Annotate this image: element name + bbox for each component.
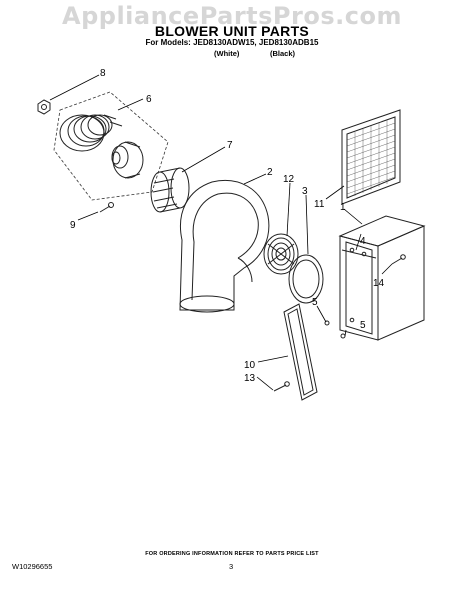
part-3-gasket bbox=[288, 254, 324, 304]
watermark: AppliancePartsPros.com bbox=[62, 2, 402, 30]
callout-9: 9 bbox=[70, 220, 76, 231]
part-14-screw bbox=[391, 254, 406, 265]
callout-11: 11 bbox=[314, 199, 325, 210]
part-5-screws bbox=[324, 320, 346, 339]
part-12-grille bbox=[263, 233, 299, 275]
callout-5-upper: 5 bbox=[312, 297, 318, 308]
part-2-blower-housing bbox=[179, 180, 270, 313]
page-number: 3 bbox=[229, 562, 234, 571]
callout-14: 14 bbox=[373, 278, 385, 289]
callout-10: 10 bbox=[244, 360, 256, 371]
leader-lines bbox=[49, 74, 393, 391]
callout-6: 6 bbox=[146, 94, 152, 105]
part-6-heater-element bbox=[53, 91, 169, 201]
variant-white-label: (White) bbox=[214, 49, 240, 58]
variant-black-label: (Black) bbox=[270, 49, 296, 58]
callout-7: 7 bbox=[227, 140, 233, 151]
page-title: BLOWER UNIT PARTS bbox=[154, 23, 310, 39]
callout-1: 1 bbox=[340, 202, 346, 213]
callout-5-lower: 5 bbox=[360, 320, 366, 331]
callout-12: 12 bbox=[283, 174, 295, 185]
models-line: For Models: JED8130ADW15, JED8130ADB15 bbox=[145, 38, 319, 47]
callout-4: 4 bbox=[360, 236, 366, 247]
part-1-duct-box bbox=[338, 215, 426, 341]
document-number: W10296655 bbox=[12, 562, 53, 571]
callout-2: 2 bbox=[267, 167, 273, 178]
part-10-plate bbox=[283, 303, 318, 401]
part-7-blower-wheel bbox=[150, 167, 190, 213]
part-13-screw bbox=[273, 381, 290, 392]
part-9-screw bbox=[99, 202, 114, 213]
callout-3: 3 bbox=[302, 186, 308, 197]
callout-8: 8 bbox=[100, 68, 106, 79]
part-8-nut bbox=[37, 99, 51, 115]
part-11-filter bbox=[341, 109, 401, 205]
callout-13: 13 bbox=[244, 373, 256, 384]
ordering-note: FOR ORDERING INFORMATION REFER TO PARTS … bbox=[145, 551, 319, 557]
